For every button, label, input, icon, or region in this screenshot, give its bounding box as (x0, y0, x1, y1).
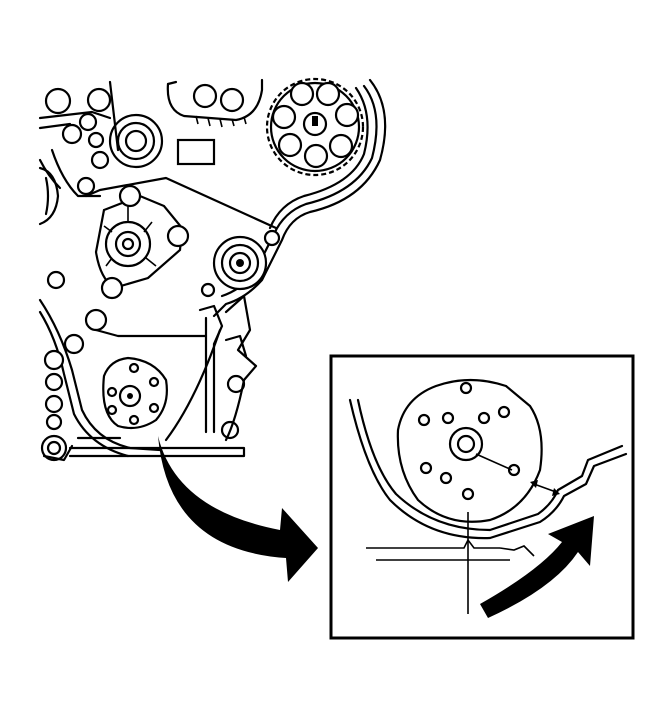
upper-left-pulleys (38, 87, 112, 198)
inset-reference-lines (366, 512, 535, 614)
right-brackets (164, 294, 258, 442)
engine-block-left-edge (38, 166, 60, 226)
belt-tensioner-pulley (200, 229, 281, 298)
inset-timing-belt (348, 398, 628, 540)
camshaft-sprocket (265, 77, 365, 177)
oil-pump-gear (108, 78, 264, 166)
inset-crankshaft-sprocket (396, 378, 543, 523)
engine-base (68, 436, 246, 458)
rotation-arrow-icon (480, 516, 594, 618)
lower-left-pulleys (40, 270, 208, 462)
belt-tensioner-adjust-arrow-icon (530, 480, 560, 496)
detail-inset (329, 354, 635, 640)
engine-front-view (38, 77, 387, 462)
callout-arrow-icon (158, 436, 318, 582)
idler-pulley-upper (108, 113, 164, 169)
crankshaft-sprocket (102, 356, 168, 430)
water-pump-bracket (94, 184, 190, 300)
